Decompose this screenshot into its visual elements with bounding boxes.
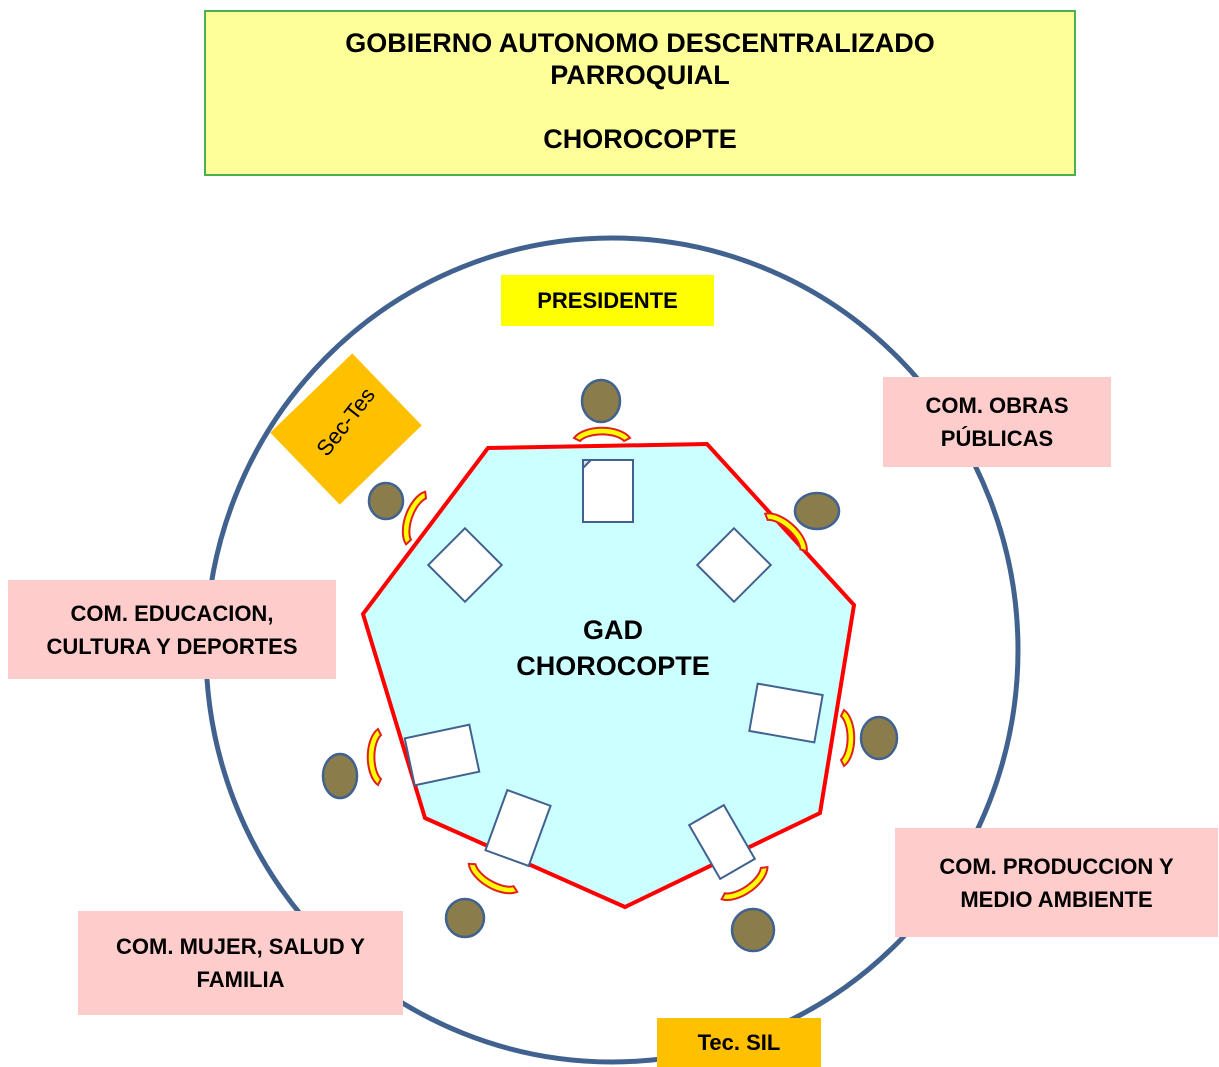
technician-sil-label: Tec. SIL [657,1018,821,1067]
person-icon [444,897,486,939]
committee-produccion-line1: COM. PRODUCCION Y [939,853,1174,879]
chair-icon [366,727,383,787]
table-label-line2: CHOROCOPTE [516,651,710,682]
document-icon [426,526,504,604]
committee-mujer-line1: COM. MUJER, SALUD Y [116,934,365,959]
chair-icon [572,426,632,443]
document-icon [582,459,634,523]
table-label: GAD CHOROCOPTE [490,612,736,685]
person-icon [321,752,359,800]
chair-icon [467,862,519,895]
banner-title-line3: CHOROCOPTE [543,124,737,154]
president-label: PRESIDENTE [501,275,714,326]
document-icon [687,803,757,881]
document-icon [484,788,552,868]
committee-obras-line1: COM. OBRAS [925,393,1069,418]
committee-educacion-line1: COM. EDUCACION, [70,600,274,626]
chair-icon [720,865,769,902]
committee-educacion-line2: CULTURA Y DEPORTES [46,633,298,659]
person-icon [859,715,899,761]
chairs [366,426,856,902]
committee-obras-line2: PÚBLICAS [940,426,1054,451]
document-icon [748,682,824,744]
table-label-line1: GAD [583,615,643,645]
person-icon [730,907,776,953]
committee-educacion: COM. EDUCACION, CULTURA Y DEPORTES [8,580,336,679]
banner-title-line2: PARROQUIAL [550,60,730,90]
document-icons [403,459,824,881]
title-banner: GOBIERNO AUTONOMO DESCENTRALIZADO PARROQ… [204,10,1076,176]
banner-title-line1: GOBIERNO AUTONOMO DESCENTRALIZADO [345,28,935,58]
chair-icon [763,512,808,553]
chair-icon [401,490,428,546]
person-icon [367,481,405,521]
committee-obras-publicas: COM. OBRAS PÚBLICAS [883,377,1111,467]
chair-icon [839,708,856,768]
people [321,378,899,953]
person-icon [793,491,841,531]
committee-mujer: COM. MUJER, SALUD Y FAMILIA [78,911,403,1015]
committee-produccion-line2: MEDIO AMBIENTE [960,886,1153,912]
document-icon [403,723,481,787]
document-icon [695,526,773,604]
committee-produccion: COM. PRODUCCION Y MEDIO AMBIENTE [895,828,1218,937]
committee-mujer-line2: FAMILIA [196,967,285,992]
person-icon [580,378,622,424]
